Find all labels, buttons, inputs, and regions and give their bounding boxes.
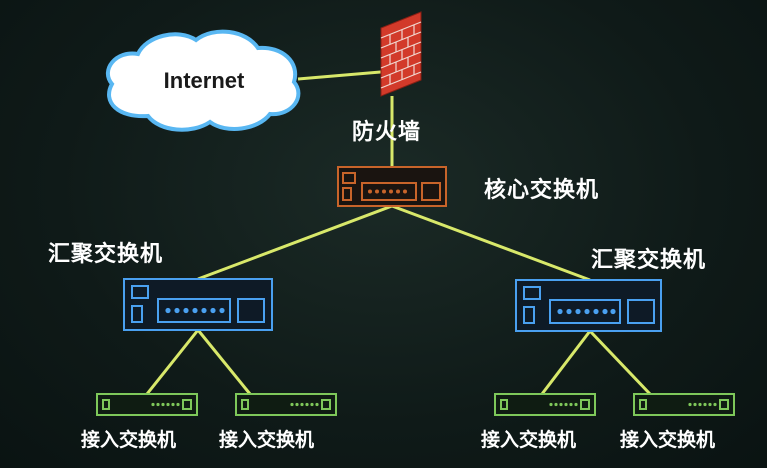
- switch-icon: [633, 393, 735, 416]
- access-switch-3-body: [494, 393, 596, 416]
- access-switch-1-label: 接入交换机: [81, 429, 177, 451]
- link-core-agg-right: [391, 204, 591, 282]
- link-internet-firewall: [297, 69, 393, 81]
- switch-icon: [235, 393, 337, 416]
- cloud-label: Internet: [164, 68, 245, 93]
- switch-icon: [494, 393, 596, 416]
- aggregation-switch-right-label: 汇聚交换机: [591, 248, 707, 273]
- access-switch-2-body: [235, 393, 337, 416]
- link-agg-left-access-2: [196, 329, 252, 395]
- links: [145, 69, 652, 396]
- cloud-icon: Internet: [105, 29, 301, 132]
- switch-icon: [515, 279, 662, 332]
- access-switch-3-label: 接入交换机: [481, 429, 577, 451]
- switch-icon: [123, 278, 273, 331]
- link-agg-left-access-1: [145, 329, 200, 395]
- access-switch-4-body: [633, 393, 735, 416]
- core-switch-label: 核心交换机: [484, 178, 600, 203]
- access-switch-2-label: 接入交换机: [219, 429, 315, 451]
- access-switch-1-body: [96, 393, 198, 416]
- link-agg-right-access-3: [540, 330, 592, 395]
- firewall-icon: [380, 11, 422, 97]
- switch-icon: [337, 166, 447, 207]
- link-core-agg-left: [197, 204, 393, 281]
- access-switch-4-label: 接入交换机: [620, 429, 716, 451]
- aggregation-switch-left-label: 汇聚交换机: [48, 242, 164, 267]
- link-agg-right-access-4: [588, 329, 652, 396]
- firewall-label: 防火墙: [352, 120, 422, 145]
- switch-icon: [96, 393, 198, 416]
